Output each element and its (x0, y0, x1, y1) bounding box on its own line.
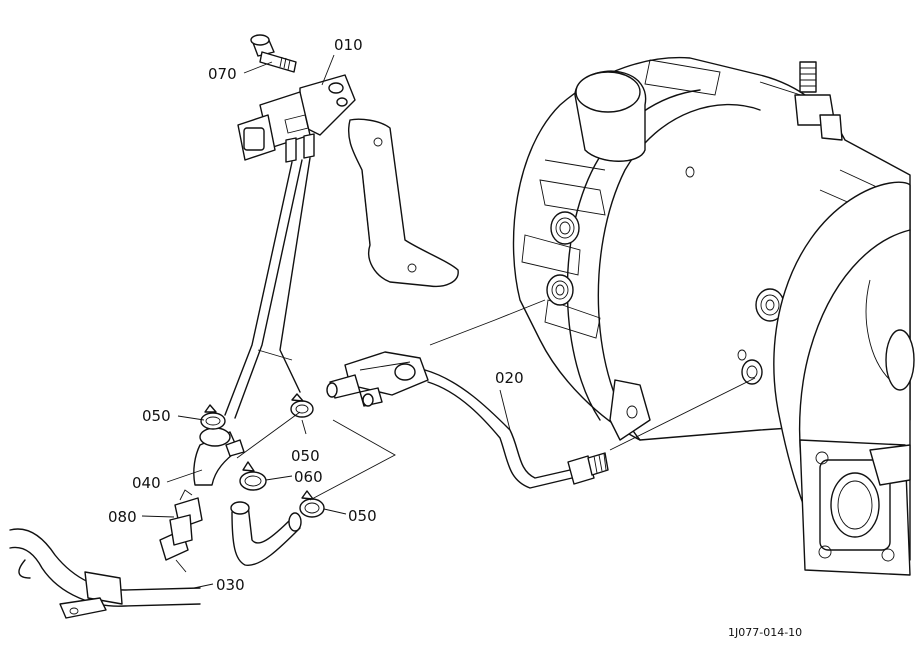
callout-080: 080 (108, 508, 137, 526)
sensor-hose (224, 157, 311, 419)
callout-040: 040 (132, 474, 161, 492)
leader-lines (141, 54, 511, 589)
callout-010: 010 (334, 36, 363, 54)
threaded-port-lower (546, 274, 574, 306)
clamp-050-lower (299, 490, 325, 518)
wiring-harness (9, 528, 201, 619)
pressure-sensor-010 (237, 74, 356, 163)
clamp-060 (239, 461, 267, 491)
threaded-port-bottom (741, 359, 763, 385)
clamp-050-upper (200, 404, 226, 430)
callout-050-mid: 050 (291, 447, 320, 465)
reference-code: 1J077-014-10 (728, 626, 802, 639)
callout-060: 060 (294, 468, 323, 486)
sensor-boss-top (794, 61, 843, 141)
callout-050-upper: 050 (142, 407, 171, 425)
sensor-bracket (348, 118, 459, 288)
muffler-assembly (512, 56, 915, 576)
threaded-port-side (755, 288, 785, 322)
hose-040 (193, 427, 245, 486)
hose-030 (230, 501, 302, 566)
callout-020: 020 (495, 369, 524, 387)
callout-030: 030 (216, 576, 245, 594)
assembly-lines (236, 299, 756, 501)
outlet-flange (799, 439, 911, 576)
callout-050-lower: 050 (348, 507, 377, 525)
bolt-070 (250, 34, 297, 73)
clip-080 (159, 489, 203, 573)
callouts: 010 070 020 050 050 040 060 080 050 030 (108, 36, 524, 594)
threaded-port-upper (550, 211, 580, 245)
clamp-050-mid (290, 393, 314, 418)
callout-070: 070 (208, 65, 237, 83)
